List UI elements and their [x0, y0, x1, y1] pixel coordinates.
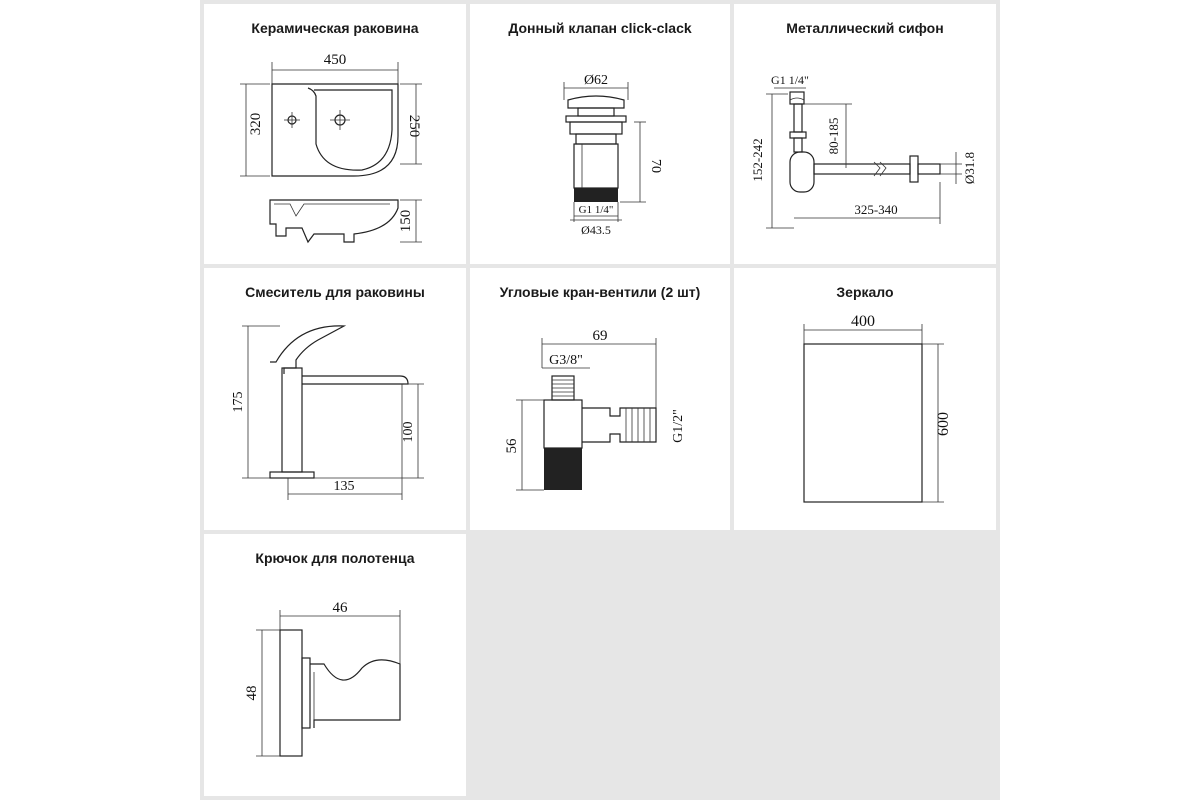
dim-height: 48	[244, 686, 260, 701]
dim-thread: G1 1/4"	[579, 204, 614, 216]
dim-height: 70	[648, 159, 663, 173]
cell-angle-valves: Угловые кран-вентили (2 шт) 69 G3/8" 56 …	[470, 268, 730, 530]
dim-thread: G1 1/4"	[771, 73, 809, 87]
product-dimensions-grid: Керамическая раковина 450 320	[200, 0, 1000, 800]
cell-title: Керамическая раковина	[251, 20, 419, 36]
cell-ceramic-sink: Керамическая раковина 450 320	[204, 4, 466, 264]
cell-title: Смеситель для раковины	[245, 284, 425, 300]
dim-spout-height: 100	[401, 422, 416, 443]
dim-thread-side: G1/2"	[671, 409, 686, 443]
dim-thread-top: G3/8"	[549, 353, 583, 368]
dim-height: 175	[231, 392, 246, 413]
dim-depth: 150	[398, 210, 414, 233]
siphon-drawing: G1 1/4" 152-242 80-185	[750, 73, 977, 229]
cell-title: Зеркало	[836, 284, 894, 300]
dim-height-left: 320	[248, 113, 264, 136]
dim-height-right: 250	[406, 115, 422, 138]
cell-title: Донный клапан click-clack	[508, 20, 692, 36]
dim-reach: 135	[334, 479, 355, 494]
dim-length-range: 325-340	[854, 202, 897, 217]
faucet-drawing: 175 100 135	[231, 325, 424, 500]
cell-mirror: Зеркало 400 600	[734, 268, 996, 530]
dim-width: 46	[333, 600, 349, 616]
mirror-drawing: 400 600	[803, 313, 952, 503]
cell-title: Металлический сифон	[786, 20, 944, 36]
dim-length: 69	[593, 328, 608, 344]
cell-click-clack-drain: Донный клапан click-clack Ø62 70 G1 1/4"	[470, 4, 730, 264]
dim-height: 56	[504, 438, 520, 454]
hook-drawing: 46 48	[244, 600, 401, 757]
cell-title: Угловые кран-вентили (2 шт)	[499, 284, 701, 300]
dim-bottom-diameter: Ø43.5	[581, 223, 611, 237]
dim-pipe-diameter: Ø31.8	[962, 152, 977, 184]
dim-top-diameter: Ø62	[584, 73, 608, 88]
dim-height-range: 152-242	[750, 138, 765, 181]
cell-towel-hook: Крючок для полотенца 46 48	[204, 534, 466, 796]
dim-height: 600	[935, 412, 952, 436]
dim-width: 450	[324, 52, 347, 68]
dim-outlet-range: 80-185	[826, 118, 841, 155]
sink-drawing: 450 320 250 15	[240, 52, 422, 244]
cell-title: Крючок для полотенца	[255, 550, 415, 566]
drain-drawing: Ø62 70 G1 1/4" Ø43.5	[563, 73, 663, 237]
dim-width: 400	[851, 313, 875, 330]
cell-faucet: Смеситель для раковины 175 100 135	[204, 268, 466, 530]
valve-drawing: 69 G3/8" 56 G1/2"	[504, 328, 686, 491]
cell-metal-siphon: Металлический сифон G1 1/4" 152-242 8	[734, 4, 996, 264]
